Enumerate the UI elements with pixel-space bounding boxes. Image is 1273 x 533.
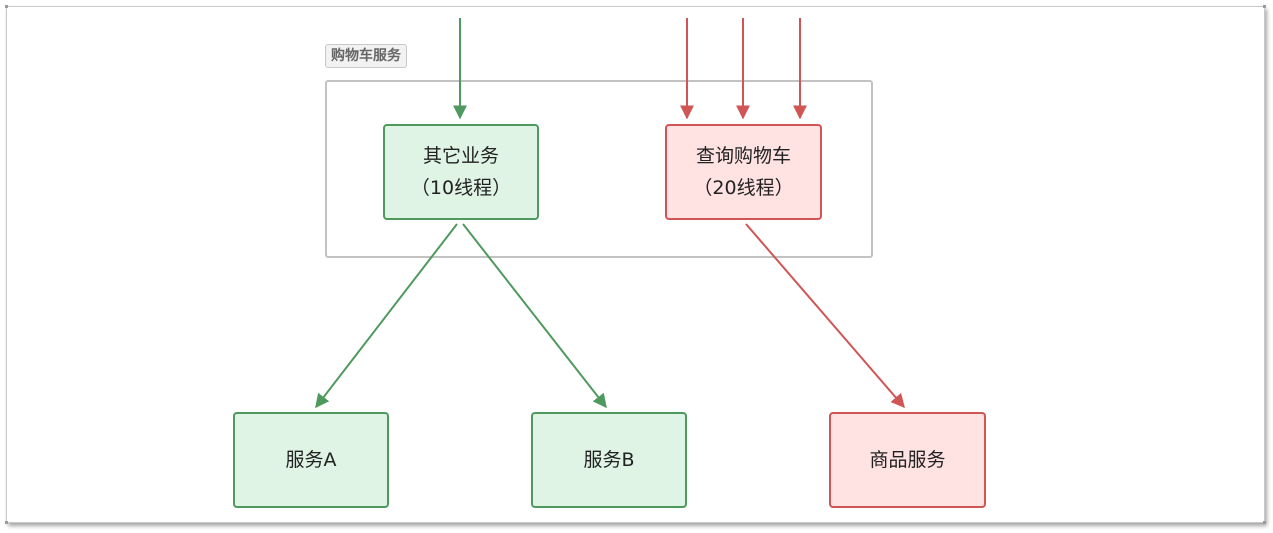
node-service-a-label: 服务A	[285, 449, 337, 471]
edge-cart-to-product	[745, 223, 905, 409]
frame-corner	[5, 521, 8, 524]
edge-other-to-service-b	[462, 223, 607, 409]
edge-other-to-service-a	[315, 223, 458, 409]
frame-corner	[1263, 5, 1266, 8]
frame-corner	[5, 5, 8, 8]
node-service-b-label: 服务B	[583, 449, 635, 471]
group-label: 购物车服务	[325, 44, 407, 68]
node-product-service: 商品服务	[829, 412, 986, 508]
node-other-business-threads: （10线程）	[410, 177, 512, 199]
node-other-business: 其它业务 （10线程）	[383, 124, 539, 220]
frame-corner	[1263, 521, 1266, 524]
node-query-cart-threads: （20线程）	[693, 177, 794, 199]
node-service-a: 服务A	[233, 412, 389, 508]
node-product-service-label: 商品服务	[869, 449, 946, 471]
node-query-cart: 查询购物车 （20线程）	[665, 124, 822, 220]
node-service-b: 服务B	[531, 412, 687, 508]
node-query-cart-title: 查询购物车	[695, 145, 791, 167]
cart-service-group	[325, 80, 873, 258]
node-other-business-title: 其它业务	[422, 145, 499, 167]
